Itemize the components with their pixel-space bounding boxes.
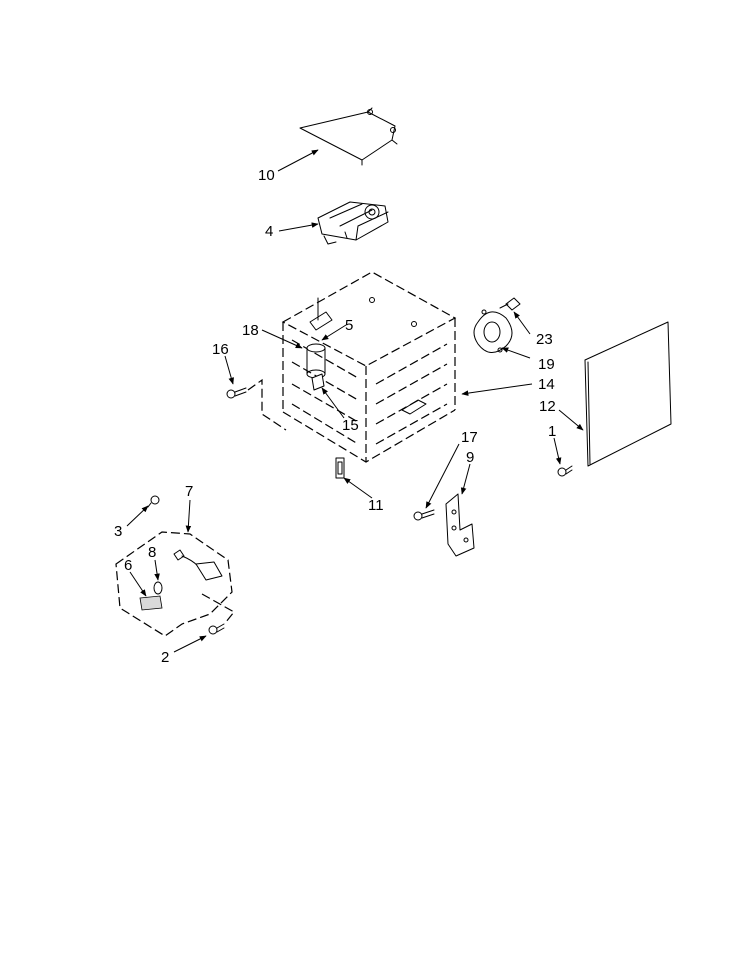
- part-1-screw: [557, 465, 573, 477]
- callout-8: 8: [148, 544, 156, 561]
- callout-11: 11: [368, 497, 384, 514]
- callout-23: 23: [536, 331, 553, 348]
- callout-7: 7: [185, 483, 193, 500]
- callout-15: 15: [342, 417, 359, 434]
- part-2-screw: [201, 593, 235, 635]
- callout-10: 10: [258, 167, 275, 184]
- callout-2: 2: [161, 649, 169, 666]
- part-8-bulb: [153, 581, 163, 595]
- leader-lines: [126, 149, 584, 653]
- callout-3: 3: [114, 523, 122, 540]
- callout-4: 4: [265, 223, 273, 240]
- part-9-mounting-bracket: [445, 493, 475, 557]
- part-6-label-plate: [139, 595, 163, 611]
- part-19-ring-gasket: [473, 309, 513, 353]
- callout-14: 14: [538, 376, 555, 393]
- callout-19: 19: [538, 356, 555, 373]
- part-18-cylinder: [306, 343, 326, 379]
- part-15-clip: [311, 373, 325, 391]
- part-11-bracket: [335, 457, 345, 479]
- callout-18: 18: [242, 322, 259, 339]
- callout-labels: 10 4 18 5 16 15 11 23 19 14 12 1 17 9 3 …: [114, 167, 556, 666]
- part-10-top-plate: [299, 107, 398, 166]
- callout-12: 12: [539, 398, 556, 415]
- part-7-kit-outline: [115, 531, 233, 637]
- callout-5: 5: [345, 317, 353, 334]
- callout-17: 17: [461, 429, 478, 446]
- part-4-latch-assembly: [317, 201, 389, 245]
- part-14-oven-cavity: [281, 271, 457, 463]
- callout-16: 16: [212, 341, 229, 358]
- part-23-screw: [499, 297, 521, 311]
- part-12-panel: [584, 321, 672, 467]
- part-17-screw: [413, 509, 435, 521]
- part-8-light-socket: [173, 549, 223, 581]
- part-16-screw: [226, 378, 287, 431]
- callout-9: 9: [466, 449, 474, 466]
- callout-1: 1: [548, 423, 556, 440]
- part-3-screw: [147, 495, 160, 508]
- callout-6: 6: [124, 557, 132, 574]
